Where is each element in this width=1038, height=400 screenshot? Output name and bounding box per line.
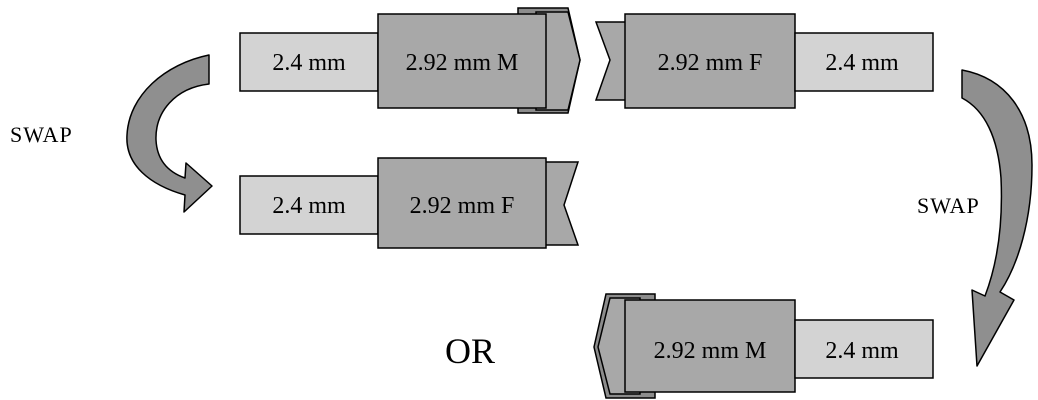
body-segment (377, 13, 547, 109)
female-socket (544, 161, 580, 246)
body-label: 2.92 mm F (410, 193, 515, 219)
connector-top-left: 2.4 mm 2.92 mm M (239, 7, 581, 114)
connector-top-right: 2.92 mm F 2.4 mm (594, 13, 934, 109)
swap-label-left: SWAP (10, 122, 73, 147)
connector-middle-left: 2.4 mm 2.92 mm F (239, 157, 580, 249)
tail-label: 2.4 mm (272, 193, 346, 219)
tail-label: 2.4 mm (272, 50, 346, 76)
body-segment (377, 157, 547, 249)
female-socket (594, 21, 627, 101)
tail-segment (239, 175, 379, 235)
tail-segment (794, 319, 934, 379)
tail-label: 2.4 mm (825, 50, 899, 76)
or-label: OR (445, 331, 495, 371)
swap-arrow-left-icon (126, 54, 213, 213)
tail-segment (239, 32, 379, 92)
body-label: 2.92 mm M (406, 50, 519, 76)
body-label: 2.92 mm F (658, 50, 763, 76)
swap-label-right: SWAP (917, 193, 980, 218)
body-segment (624, 299, 796, 393)
swap-arrow-right-icon (961, 69, 1033, 367)
tail-segment (794, 32, 934, 92)
tail-label: 2.4 mm (825, 338, 899, 364)
connector-bottom-right: 2.92 mm M 2.4 mm (593, 293, 934, 399)
body-label: 2.92 mm M (654, 338, 767, 364)
